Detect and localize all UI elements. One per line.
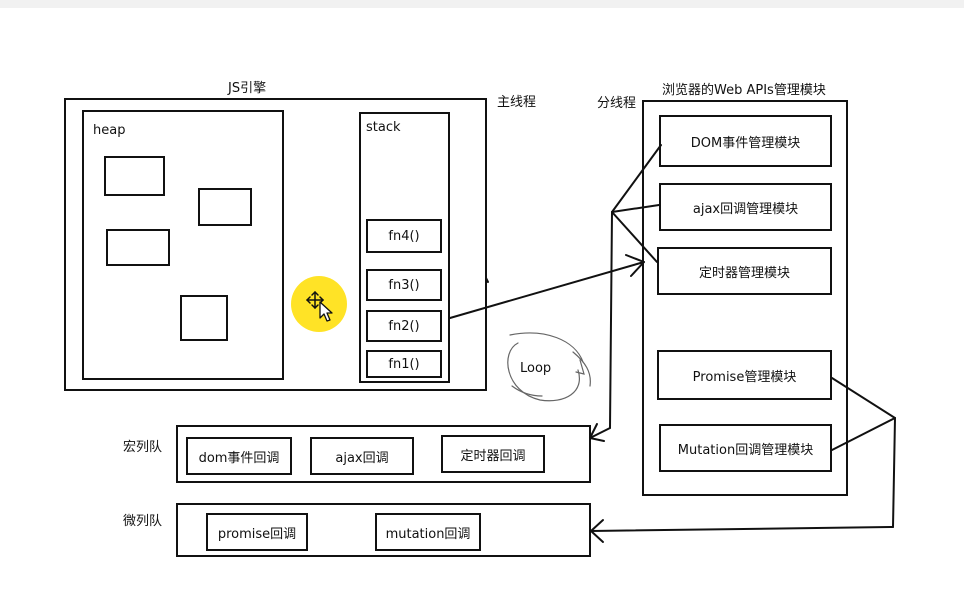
macro-task: ajax回调 <box>310 437 414 475</box>
main-thread-label: 主线程 <box>497 95 537 110</box>
web-apis-title: 浏览器的Web APIs管理模块 <box>662 83 826 98</box>
js-engine-box <box>64 98 487 391</box>
stack-frame: fn1() <box>366 350 442 378</box>
move-cursor-icon <box>306 290 333 322</box>
micro-queue-box <box>176 503 591 557</box>
heap-box <box>82 110 284 380</box>
web-api-module-mutation: Mutation回调管理模块 <box>659 424 832 472</box>
micro-queue-label: 微列队 <box>123 514 163 529</box>
heap-object <box>104 156 165 196</box>
browser-top-strip <box>0 0 964 8</box>
macro-task: 定时器回调 <box>441 435 545 473</box>
heap-label: heap <box>93 123 126 138</box>
cursor-highlight <box>291 276 347 332</box>
stack-frame: fn3() <box>366 269 442 301</box>
macro-task: dom事件回调 <box>186 437 292 475</box>
macro-queue-label: 宏列队 <box>123 440 163 455</box>
web-api-module-promise: Promise管理模块 <box>657 350 832 400</box>
heap-object <box>198 188 252 226</box>
stack-frame: fn4() <box>366 219 442 253</box>
heap-object <box>106 229 170 266</box>
web-api-module-timer: 定时器管理模块 <box>657 247 832 295</box>
web-api-module-dom: DOM事件管理模块 <box>659 115 832 167</box>
js-engine-title: JS引擎 <box>228 81 267 96</box>
micro-task: promise回调 <box>206 513 308 551</box>
sub-thread-label: 分线程 <box>597 96 637 111</box>
web-api-module-ajax: ajax回调管理模块 <box>659 183 832 231</box>
loop-label: Loop <box>520 361 552 376</box>
micro-task: mutation回调 <box>375 513 481 551</box>
stack-frame: fn2() <box>366 310 442 342</box>
heap-object <box>180 295 228 341</box>
stack-box <box>359 112 450 383</box>
loop-cycle-icon <box>507 332 591 402</box>
macro-queue-box <box>176 425 591 483</box>
web-apis-box <box>642 100 848 496</box>
stack-label: stack <box>366 120 401 135</box>
